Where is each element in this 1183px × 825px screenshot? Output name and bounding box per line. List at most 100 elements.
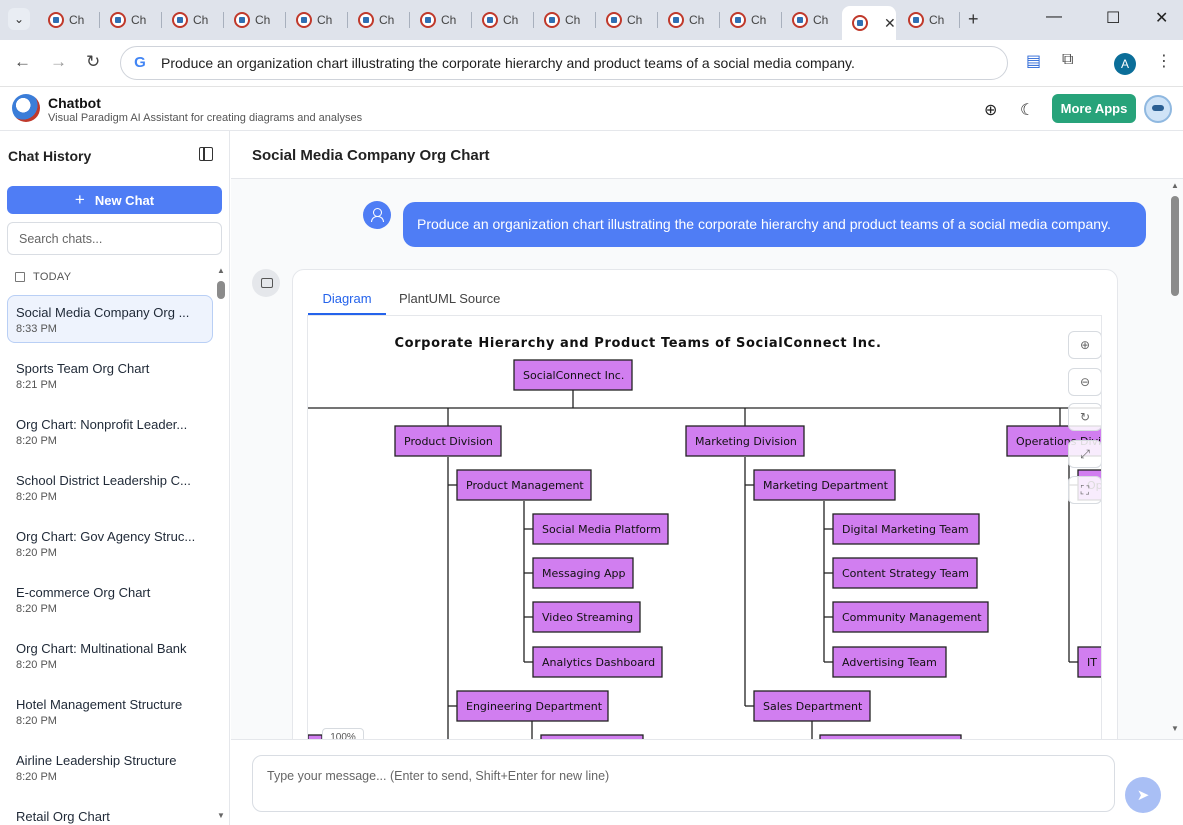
org-node-box <box>753 469 896 501</box>
search-chats-input[interactable] <box>7 222 222 255</box>
browser-tab[interactable]: Ch <box>534 6 596 34</box>
fullscreen-icon[interactable]: ⛶ <box>1068 476 1101 504</box>
chat-item-title: Social Media Company Org ... <box>16 305 190 320</box>
org-node: Advertising Team <box>832 646 947 678</box>
tab-label: Ch <box>751 13 767 27</box>
profile-avatar[interactable]: A <box>1114 53 1136 75</box>
app-logo <box>12 94 40 122</box>
tab-favicon-icon <box>296 12 312 28</box>
org-node: Sales Department <box>753 690 871 722</box>
tab-favicon-icon <box>358 12 374 28</box>
zoom-in-icon[interactable]: ⊕ <box>1068 331 1101 359</box>
chat-history-item[interactable]: Org Chart: Gov Agency Struc...8:20 PM <box>7 519 213 575</box>
browser-tab[interactable]: Ch <box>898 6 960 34</box>
chat-history-item[interactable]: School District Leadership C...8:20 PM <box>7 463 213 519</box>
org-node-box <box>753 690 871 722</box>
zoom-out-icon[interactable]: ⊖ <box>1068 368 1101 396</box>
message-input[interactable] <box>252 755 1115 812</box>
close-tab-icon[interactable]: ✕ <box>884 14 896 31</box>
tab-diagram[interactable]: Diagram <box>308 282 386 315</box>
tab-separator <box>223 12 224 28</box>
address-bar[interactable]: G Produce an organization chart illustra… <box>120 46 1008 80</box>
send-button[interactable]: ➤ <box>1125 777 1161 813</box>
tab-favicon-icon <box>606 12 622 28</box>
browser-tab[interactable]: Ch <box>100 6 162 34</box>
extensions-icon[interactable]: ⧉ <box>1062 51 1074 68</box>
send-icon: ➤ <box>1136 787 1150 804</box>
chat-item-time: 8:20 PM <box>16 435 57 447</box>
tab-label: Ch <box>441 13 457 27</box>
org-node-box <box>832 601 989 633</box>
scroll-up-icon[interactable]: ▲ <box>217 266 225 275</box>
sidebar-scroll-thumb[interactable] <box>217 281 225 299</box>
browser-tab[interactable]: Ch <box>38 6 100 34</box>
chat-item-title: School District Leadership C... <box>16 473 191 488</box>
chat-item-title: Hotel Management Structure <box>16 697 183 712</box>
chat-item-time: 8:20 PM <box>16 603 57 615</box>
fit-screen-icon[interactable]: ⤢ <box>1068 440 1101 468</box>
tab-favicon-icon <box>544 12 560 28</box>
maximize-icon[interactable]: ☐ <box>1106 10 1121 27</box>
chat-history-item[interactable]: E-commerce Org Chart 8:20 PM <box>7 575 213 631</box>
tab-separator <box>471 12 472 28</box>
browser-tab[interactable]: Ch <box>162 6 224 34</box>
globe-icon[interactable]: ⊕ <box>984 102 998 119</box>
bot-avatar[interactable] <box>1144 95 1172 123</box>
new-chat-button[interactable]: + New Chat <box>7 186 222 214</box>
main-scroll-thumb[interactable] <box>1171 196 1179 296</box>
browser-tab[interactable]: ✕ <box>842 6 896 40</box>
main-scroll-up-icon[interactable]: ▲ <box>1171 181 1179 190</box>
browser-tab[interactable]: Ch <box>348 6 410 34</box>
diagram-canvas[interactable]: Corporate Hierarchy and Product Teams of… <box>307 315 1102 739</box>
back-icon[interactable]: ← <box>14 52 31 71</box>
more-apps-button[interactable]: More Apps <box>1052 94 1136 123</box>
chat-item-title: E-commerce Org Chart <box>16 585 151 600</box>
browser-tab[interactable]: Ch <box>286 6 348 34</box>
main-scroll-down-icon[interactable]: ▼ <box>1171 724 1179 733</box>
google-icon: G <box>134 54 146 71</box>
forward-icon[interactable]: → <box>50 52 67 71</box>
moon-icon[interactable]: ☾ <box>1020 102 1035 119</box>
tab-search-icon[interactable]: ⌄ <box>8 8 30 30</box>
browser-tab[interactable]: Ch <box>782 6 844 34</box>
tab-label: Ch <box>565 13 581 27</box>
new-tab-icon[interactable]: + <box>968 9 979 29</box>
org-node-box <box>832 557 978 589</box>
minimize-icon[interactable]: — <box>1046 8 1062 25</box>
close-window-icon[interactable]: ✕ <box>1155 10 1169 27</box>
browser-tab[interactable]: Ch <box>720 6 782 34</box>
scroll-down-icon[interactable]: ▼ <box>217 811 225 820</box>
reset-zoom-icon[interactable]: ↻ <box>1068 403 1101 431</box>
diagram-card: Diagram PlantUML Source <box>292 269 1118 739</box>
chat-item-title: Retail Org Chart <box>16 809 110 824</box>
tab-plantuml-source[interactable]: PlantUML Source <box>399 291 501 306</box>
group-label: TODAY <box>33 271 72 283</box>
sidebar-scrollbar[interactable]: ▲ ▼ <box>217 266 225 821</box>
tab-favicon-icon <box>668 12 684 28</box>
browser-tab[interactable]: Ch <box>658 6 720 34</box>
reload-icon[interactable]: ↻ <box>86 52 101 71</box>
chat-history-item[interactable]: Org Chart: Nonprofit Leader...8:20 PM <box>7 407 213 463</box>
sidebar-toggle-icon[interactable] <box>199 147 213 161</box>
browser-tab[interactable]: Ch <box>596 6 658 34</box>
chat-history-item[interactable]: Social Media Company Org ...8:33 PM <box>7 295 213 343</box>
extension-doc-icon[interactable]: ▤ <box>1026 53 1042 70</box>
org-node-label: Engineering Department <box>466 700 603 713</box>
chat-item-title: Org Chart: Multinational Bank <box>16 641 187 656</box>
plus-icon: + <box>74 190 85 209</box>
browser-tab[interactable]: Ch <box>410 6 472 34</box>
chat-history-item[interactable]: Retail Org Chart <box>7 799 213 825</box>
menu-kebab-icon[interactable]: ⋮ <box>1156 53 1172 70</box>
browser-tab[interactable]: Ch <box>224 6 286 34</box>
main-scrollbar[interactable]: ▲ ▼ <box>1170 181 1180 734</box>
browser-tab[interactable]: Ch <box>472 6 534 34</box>
tab-favicon-icon <box>852 15 868 31</box>
org-node-box <box>1077 646 1101 678</box>
chat-area: Produce an organization chart illustrati… <box>231 179 1183 739</box>
user-avatar <box>363 201 391 229</box>
